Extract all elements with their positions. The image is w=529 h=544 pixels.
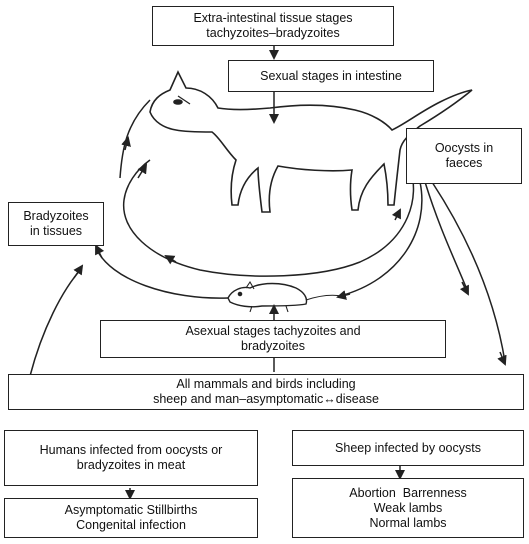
text-extra-intestinal-2: tachyzoites–bradyzoites bbox=[206, 26, 339, 41]
box-human-outcomes: Asymptomatic Stillbirths Congenital infe… bbox=[4, 498, 258, 538]
arrow-mammals-to-bradyzoites bbox=[30, 268, 82, 376]
text-bradyzoites-2: in tissues bbox=[30, 224, 82, 239]
arrow-oocysts-to-right bbox=[425, 182, 468, 292]
text-asexual-2: bradyzoites bbox=[241, 339, 305, 354]
box-asexual-stages: Asexual stages tachyzoites and bradyzoit… bbox=[100, 320, 446, 358]
text-sheep-infected: Sheep infected by oocysts bbox=[335, 441, 481, 456]
arrow-oocysts-to-mouse bbox=[340, 182, 422, 296]
text-sheep-outcomes-3: Normal lambs bbox=[369, 516, 446, 531]
text-asexual-1: Asexual stages tachyzoites and bbox=[185, 324, 360, 339]
box-humans-infected: Humans infected from oocysts or bradyzoi… bbox=[4, 430, 258, 486]
text-mammals-2: sheep and man–asymptomatic↔disease bbox=[153, 392, 379, 407]
text-human-outcomes-2: Congenital infection bbox=[76, 518, 186, 533]
box-extra-intestinal: Extra-intestinal tissue stages tachyzoit… bbox=[152, 6, 394, 46]
text-oocysts-2: faeces bbox=[446, 156, 483, 171]
box-sexual-stages: Sexual stages in intestine bbox=[228, 60, 434, 92]
box-all-mammals: All mammals and birds including sheep an… bbox=[8, 374, 524, 410]
text-oocysts-1: Oocysts in bbox=[435, 141, 493, 156]
text-bradyzoites-1: Bradyzoites bbox=[23, 209, 88, 224]
mouse-illustration bbox=[228, 282, 342, 312]
box-sheep-outcomes: Abortion Barrenness Weak lambs Normal la… bbox=[292, 478, 524, 538]
text-extra-intestinal-1: Extra-intestinal tissue stages bbox=[193, 11, 352, 26]
text-humans-1: Humans infected from oocysts or bbox=[40, 443, 223, 458]
box-oocysts: Oocysts in faeces bbox=[406, 128, 522, 184]
ellipse-loop bbox=[124, 160, 414, 276]
text-humans-2: bradyzoites in meat bbox=[77, 458, 185, 473]
box-bradyzoites-tissues: Bradyzoites in tissues bbox=[8, 202, 104, 246]
text-sheep-outcomes-2: Weak lambs bbox=[374, 501, 443, 516]
text-sheep-outcomes-1: Abortion Barrenness bbox=[349, 486, 466, 501]
text-sexual-stages: Sexual stages in intestine bbox=[260, 69, 402, 84]
text-mammals-1: All mammals and birds including bbox=[176, 377, 355, 392]
text-human-outcomes-1: Asymptomatic Stillbirths bbox=[65, 503, 198, 518]
box-sheep-infected: Sheep infected by oocysts bbox=[292, 430, 524, 466]
